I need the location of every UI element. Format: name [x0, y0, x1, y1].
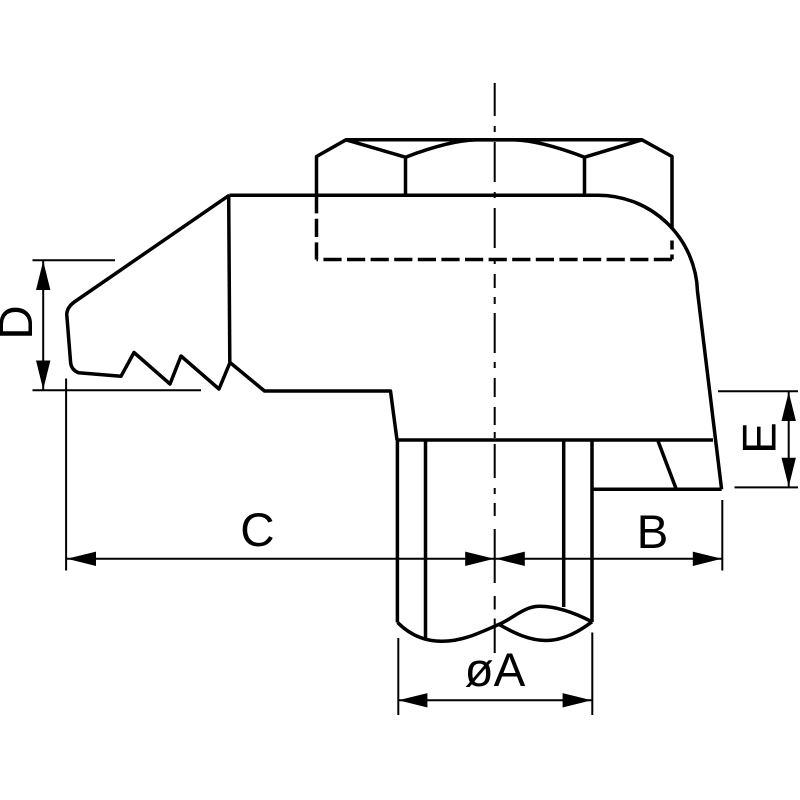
- svg-text:C: C: [240, 504, 274, 557]
- svg-text:D: D: [0, 305, 43, 339]
- svg-text:E: E: [734, 422, 787, 454]
- svg-text:øA: øA: [465, 644, 526, 697]
- svg-text:B: B: [637, 506, 669, 559]
